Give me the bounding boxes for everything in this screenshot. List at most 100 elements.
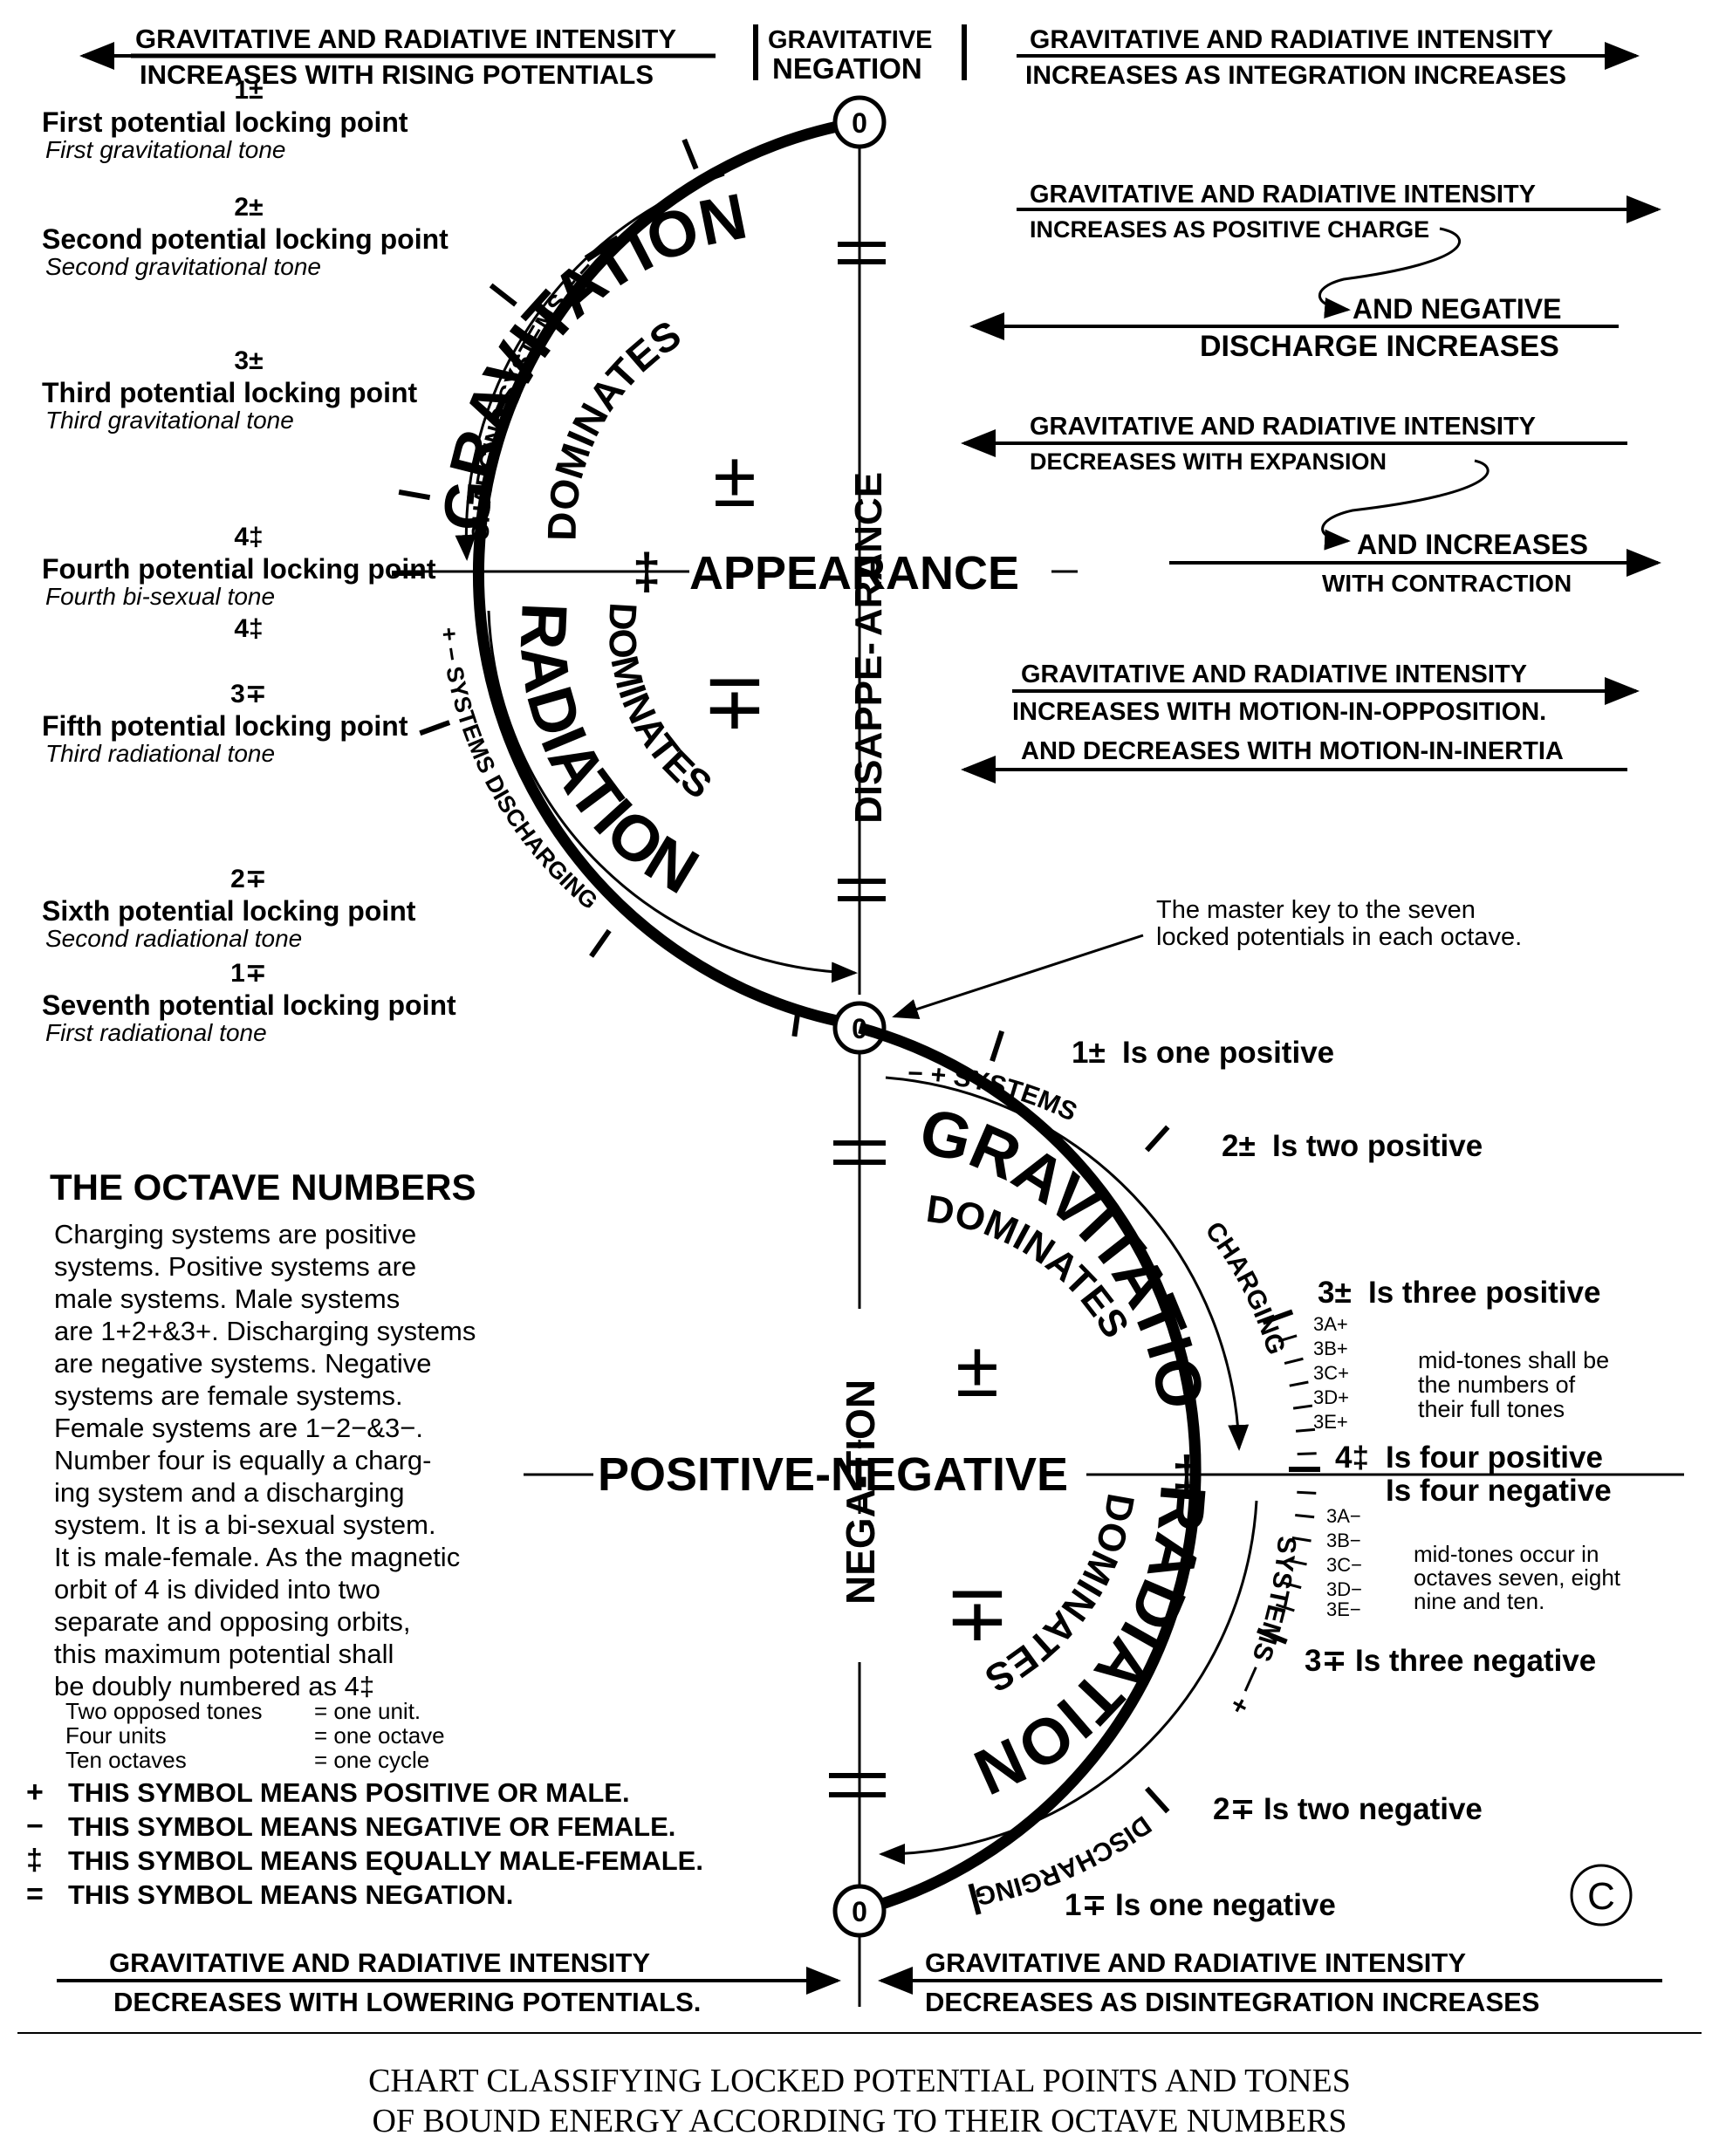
upper-plus-minus: ± bbox=[713, 436, 756, 524]
locking-tone-1: First gravitational tone bbox=[45, 136, 285, 163]
octave-line-11: It is male-female. As the magnetic bbox=[54, 1542, 460, 1572]
symbol-text-4: THIS SYMBOL MEANS NEGATION. bbox=[68, 1879, 513, 1910]
lower-minor-tick-7 bbox=[1297, 1490, 1317, 1495]
upper-charging-arc bbox=[455, 173, 725, 561]
top-right-line1: GRAVITATIVE AND RADIATIVE INTENSITY bbox=[1030, 25, 1553, 54]
locking-title-2: Second potential locking point bbox=[42, 223, 449, 255]
tone-num-6: 2∓ bbox=[1213, 1792, 1256, 1826]
note1-line1: GRAVITATIVE AND RADIATIVE INTENSITY bbox=[1030, 181, 1536, 209]
octave-line-10: system. It is a bi-sexual system. bbox=[54, 1509, 436, 1540]
bottom-header: GRAVITATIVE AND RADIATIVE INTENSITY DECR… bbox=[57, 1864, 1662, 2017]
midtone-note1-1: mid-tones shall be bbox=[1418, 1347, 1609, 1373]
vertical-nega-tion: NEGA-TION bbox=[838, 1379, 883, 1605]
symbol-glyph-3: ‡ bbox=[26, 1844, 43, 1877]
zero-circle-top bbox=[832, 95, 887, 149]
tone-num-1: 1± bbox=[1072, 1036, 1106, 1070]
lower-discharging-arc bbox=[879, 1500, 1258, 1865]
note1-line2: INCREASES AS POSITIVE CHARGE bbox=[1030, 216, 1429, 243]
tone-num-4: 4‡ bbox=[1335, 1441, 1369, 1475]
midtone-note1-3: their full tones bbox=[1418, 1396, 1565, 1422]
symbol-text-2: THIS SYMBOL MEANS NEGATIVE OR FEMALE. bbox=[68, 1811, 675, 1842]
positive-negative-label: POSITIVE-NEGATIVE bbox=[598, 1448, 1068, 1501]
octave-line-12: orbit of 4 is divided into two bbox=[54, 1574, 380, 1605]
caption-line2: OF BOUND ENERGY ACCORDING TO THEIR OCTAV… bbox=[372, 2103, 1346, 2139]
zero-symbol-bottom: 0 bbox=[852, 1896, 867, 1927]
octave-line-7: Female systems are 1−2−&3−. bbox=[54, 1413, 423, 1443]
octave-line-1: Charging systems are positive bbox=[54, 1219, 416, 1249]
bottom-left-line2: DECREASES WITH LOWERING POTENTIALS. bbox=[113, 1987, 701, 2017]
midtone-neg-4: 3D− bbox=[1326, 1578, 1362, 1600]
note1-hook bbox=[1318, 227, 1462, 318]
tone-text-1: Is one positive bbox=[1122, 1036, 1334, 1070]
tone-text-3: Is three positive bbox=[1368, 1276, 1600, 1310]
tone-text-4: Is four positive bbox=[1386, 1441, 1603, 1475]
octave-unit-left-2: Four units bbox=[65, 1722, 167, 1749]
lower-minor-tick-1 bbox=[1277, 1334, 1298, 1343]
note3-line1: GRAVITATIVE AND RADIATIVE INTENSITY bbox=[1021, 660, 1527, 688]
octave-line-4: are 1+2+&3+. Discharging systems bbox=[54, 1316, 476, 1346]
upper-tick-6 bbox=[589, 928, 612, 958]
lower-minor-tick-4 bbox=[1292, 1404, 1313, 1410]
tone-text-7: Is one negative bbox=[1115, 1888, 1336, 1922]
tone-num-7: 1∓ bbox=[1065, 1888, 1107, 1922]
negation-bars-upper bbox=[838, 242, 886, 901]
note3-line2: INCREASES WITH MOTION-IN-OPPOSITION. bbox=[1012, 698, 1546, 726]
octave-line-9: ing system and a discharging bbox=[54, 1477, 405, 1508]
lower-ticks bbox=[968, 1030, 1320, 1915]
symbol-text-1: THIS SYMBOL MEANS POSITIVE OR MALE. bbox=[68, 1777, 630, 1808]
copyright-circle bbox=[1570, 1864, 1633, 1927]
locking-title-3: Third potential locking point bbox=[42, 377, 418, 408]
top-header: GRAVITATIVE AND RADIATIVE INTENSITY INCR… bbox=[79, 24, 1640, 90]
octave-line-14: this maximum potential shall bbox=[54, 1639, 394, 1669]
tone-num-5: 3∓ bbox=[1305, 1644, 1347, 1678]
zero-circle-bottom bbox=[832, 1884, 887, 1938]
midtone-pos-3: 3C+ bbox=[1313, 1362, 1349, 1384]
tone-text-5: Is three negative bbox=[1355, 1644, 1596, 1678]
midtone-note2-1: mid-tones occur in bbox=[1414, 1541, 1599, 1567]
lower-tick-5 bbox=[1257, 1627, 1288, 1645]
nega-tion-bg2 bbox=[838, 1514, 881, 1662]
bottom-right-line2: DECREASES AS DISINTEGRATION INCREASES bbox=[925, 1987, 1539, 2017]
midtone-pos-5: 3E+ bbox=[1313, 1411, 1348, 1433]
octave-line-8: Number four is equally a charg- bbox=[54, 1445, 431, 1475]
lower-minor-tick-9 bbox=[1291, 1537, 1312, 1543]
midtone-neg-5: 3E− bbox=[1326, 1598, 1361, 1620]
locking-num-3: 3± bbox=[234, 346, 263, 375]
note2-line3: AND INCREASES bbox=[1357, 529, 1588, 560]
octave-unit-right-2: = one octave bbox=[314, 1722, 445, 1749]
octave-line-3: male systems. Male systems bbox=[54, 1283, 400, 1314]
locking-title-1: First potential locking point bbox=[42, 106, 408, 138]
upper-wheel: 0 0 ARANCE DISAPPE- ‡ APPEARANCE CHARGIN… bbox=[392, 95, 1078, 1055]
vertical-disappe: DISAPPE- bbox=[847, 642, 890, 824]
locking-tone-2: Second gravitational tone bbox=[45, 253, 321, 280]
lower-minor-tick-10 bbox=[1287, 1558, 1307, 1566]
lower-center-symbol: ‡ bbox=[1172, 1446, 1202, 1506]
bottom-left-line1: GRAVITATIVE AND RADIATIVE INTENSITY bbox=[109, 1947, 650, 1978]
lower-charging-arc bbox=[885, 1076, 1250, 1451]
locking-num-below-4: 4‡ bbox=[234, 614, 263, 643]
lower-tick-3 bbox=[1262, 1309, 1294, 1325]
bottom-right-line1: GRAVITATIVE AND RADIATIVE INTENSITY bbox=[925, 1947, 1466, 1978]
lower-systems-bottom: SYSTEMS — + bbox=[1222, 1535, 1301, 1719]
tone-text-6: Is two negative bbox=[1264, 1792, 1483, 1826]
top-left-line1: GRAVITATIVE AND RADIATIVE INTENSITY bbox=[135, 24, 676, 54]
locking-tone-5: Third radiational tone bbox=[45, 740, 275, 767]
locking-num-4: 4‡ bbox=[234, 523, 263, 551]
octave-unit-right-1: = one unit. bbox=[314, 1698, 421, 1724]
octave-line-13: separate and opposing orbits, bbox=[54, 1606, 410, 1637]
vertical-arance: ARANCE bbox=[847, 472, 890, 636]
tone-num-3: 3± bbox=[1318, 1276, 1352, 1310]
octave-line-5: are negative systems. Negative bbox=[54, 1348, 432, 1379]
note1-line3: AND NEGATIVE bbox=[1353, 293, 1561, 325]
caption-line1: CHART CLASSIFYING LOCKED POTENTIAL POINT… bbox=[368, 2063, 1351, 2099]
lower-minus-plus: ∓ bbox=[944, 1571, 1010, 1658]
locking-tone-7: First radiational tone bbox=[45, 1019, 267, 1046]
lower-tick-6 bbox=[1144, 1786, 1170, 1814]
note2-hook bbox=[1321, 459, 1490, 551]
midtone-note1-2: the numbers of bbox=[1418, 1372, 1576, 1398]
locking-num-2: 2± bbox=[234, 193, 263, 222]
octave-unit-left-1: Two opposed tones bbox=[65, 1698, 263, 1724]
tone-num-2: 2± bbox=[1222, 1129, 1256, 1163]
upper-outer-arc bbox=[472, 116, 861, 1031]
